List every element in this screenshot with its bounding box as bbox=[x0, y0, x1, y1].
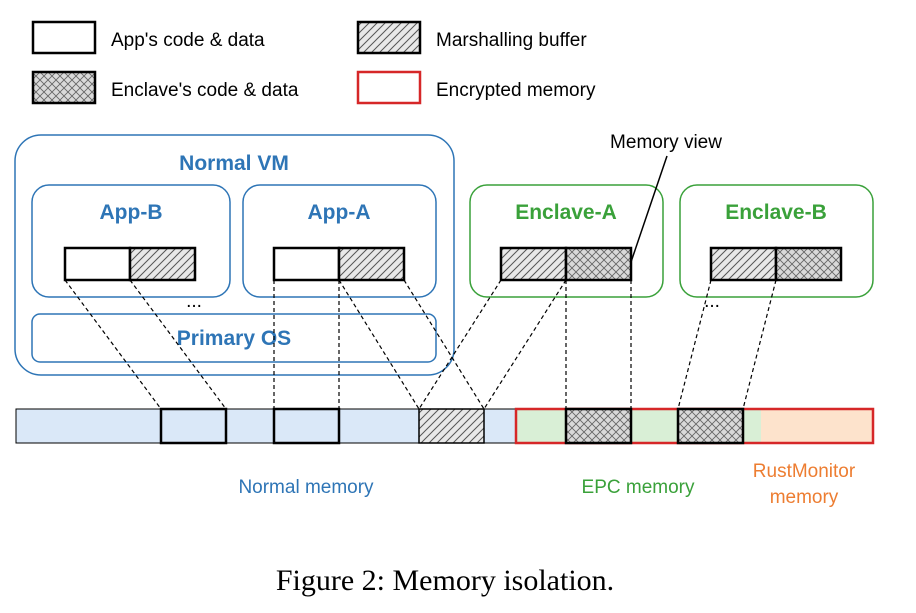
rustmonitor-memory-region bbox=[761, 409, 873, 443]
map-line-app-a-buf-left bbox=[338, 279, 420, 410]
legend-swatch-encrypted bbox=[356, 70, 422, 105]
app-a-title: App-A bbox=[308, 201, 371, 224]
map-line-enc-b-code-right bbox=[742, 279, 777, 410]
legend-label-marshalling: Marshalling buffer bbox=[436, 30, 587, 51]
rustmonitor-memory-label-line2: memory bbox=[770, 487, 839, 508]
enclave-a-title: Enclave-A bbox=[515, 201, 617, 224]
rustmonitor-memory-label-line1: RustMonitor bbox=[753, 461, 856, 482]
legend-label-app-code: App's code & data bbox=[111, 30, 265, 51]
map-line-enc-a-buf-left bbox=[418, 279, 502, 410]
legend-swatch-app-code bbox=[31, 20, 97, 55]
legend-swatch-marshalling bbox=[356, 20, 422, 55]
app-b-code-block bbox=[63, 246, 132, 282]
enclave-b-code-block bbox=[774, 246, 843, 282]
map-line-app-b-left bbox=[64, 279, 162, 410]
app-a-marshalling-block bbox=[337, 246, 406, 282]
app-b-marshalling-block bbox=[128, 246, 197, 282]
legend-label-enclave-code: Enclave's code & data bbox=[111, 80, 299, 101]
memory-bar bbox=[15, 407, 875, 445]
normal-memory-label: Normal memory bbox=[238, 477, 374, 498]
enclave-a-code-block bbox=[564, 246, 633, 282]
mem-app-b-code bbox=[159, 407, 228, 445]
memory-view-pointer bbox=[630, 155, 668, 263]
mem-marshalling-buffer bbox=[418, 408, 485, 444]
map-line-enc-b-code-left bbox=[677, 279, 712, 410]
mapping-lines bbox=[64, 279, 777, 410]
enclaves-ellipsis: ... bbox=[704, 291, 720, 312]
map-line-app-a-buf-right bbox=[403, 279, 485, 410]
mem-enclave-a-code bbox=[564, 407, 633, 445]
legend: App's code & data Marshalling buffer Enc… bbox=[31, 20, 596, 105]
normal-vm: Normal VM App-B App-A ... Primary OS bbox=[14, 134, 455, 376]
app-a-code-block bbox=[272, 246, 341, 282]
normal-vm-box bbox=[14, 134, 455, 376]
primary-os-title: Primary OS bbox=[177, 327, 291, 350]
apps-ellipsis: ... bbox=[186, 291, 202, 312]
app-b-title: App-B bbox=[100, 201, 163, 224]
map-line-app-b-right bbox=[129, 279, 227, 410]
memory-view-label: Memory view bbox=[610, 132, 722, 153]
enclave-b-box bbox=[679, 184, 874, 298]
legend-label-encrypted: Encrypted memory bbox=[436, 80, 596, 101]
enclave-a-marshalling-block bbox=[499, 246, 568, 282]
legend-swatch-enclave-code bbox=[31, 70, 97, 105]
mem-enclave-b-code bbox=[676, 407, 745, 445]
primary-os-box bbox=[31, 313, 437, 363]
figure-caption: Figure 2: Memory isolation. bbox=[276, 564, 614, 597]
enclave-b-marshalling-block bbox=[709, 246, 778, 282]
app-b-box bbox=[31, 184, 231, 298]
enclaves: Enclave-A Enclave-B ... Memory view bbox=[469, 132, 874, 312]
map-line-enc-a-buf-right bbox=[483, 279, 567, 410]
normal-vm-title: Normal VM bbox=[179, 152, 289, 175]
enclave-b-title: Enclave-B bbox=[725, 201, 827, 224]
mem-app-a-code bbox=[272, 407, 341, 445]
epc-memory-label: EPC memory bbox=[582, 477, 695, 498]
